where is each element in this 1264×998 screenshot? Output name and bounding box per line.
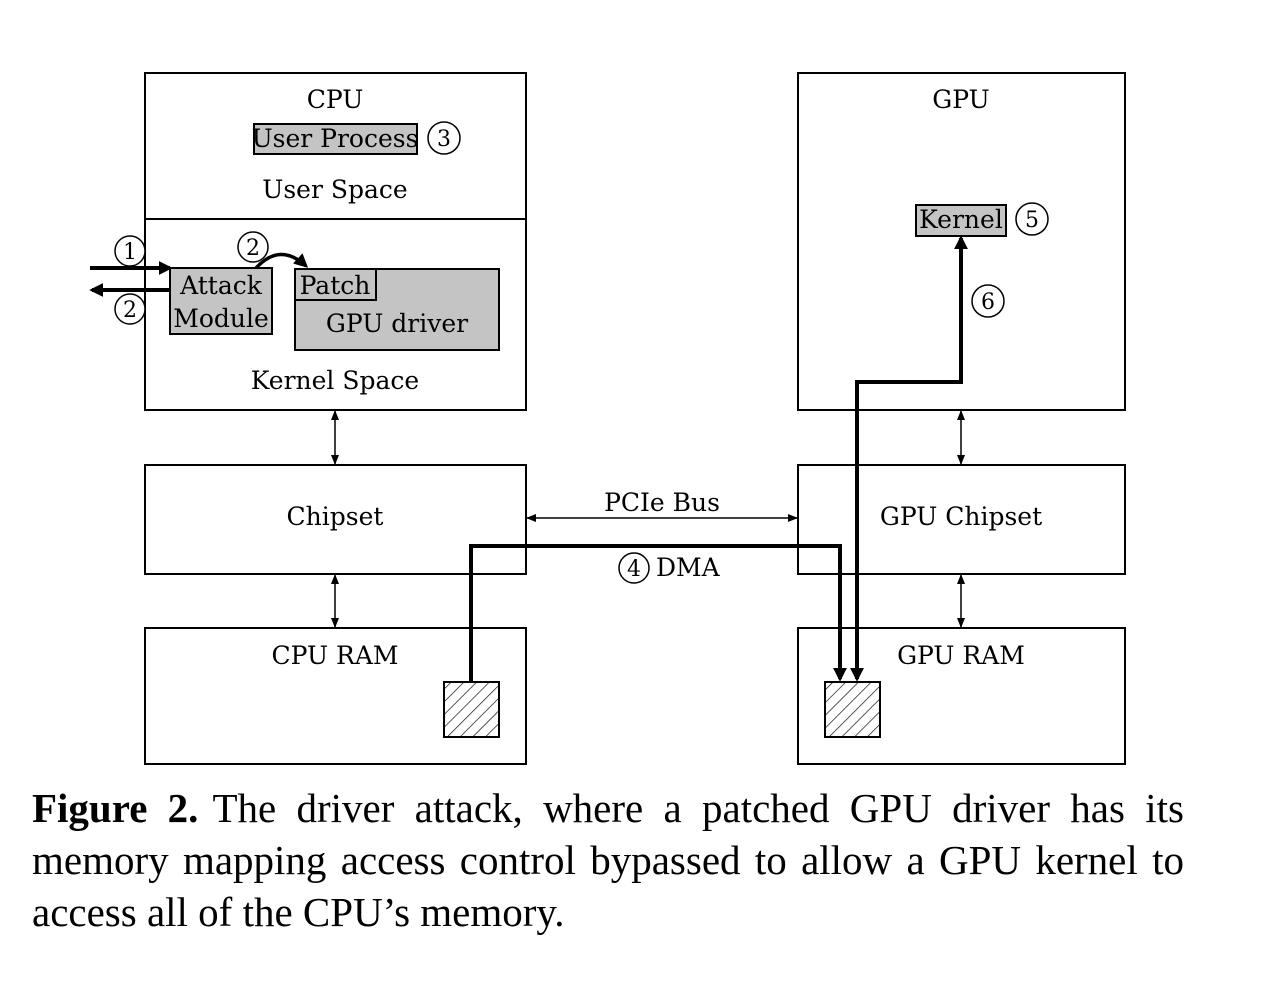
pcie-bus-label: PCIe Bus <box>604 488 720 517</box>
kernel-label: Kernel <box>919 205 1003 234</box>
figure-caption: Figure 2.The driver attack, where a patc… <box>32 782 1184 938</box>
gpu-chipset-label: GPU Chipset <box>880 502 1042 531</box>
step-1-number: 1 <box>123 240 137 265</box>
cpu-ram-label: CPU RAM <box>271 641 398 670</box>
cpu-title: CPU <box>307 85 364 114</box>
step-1-marker: 1 <box>114 235 146 267</box>
driver-attack-diagram: CPU User Process 3 User Space Attack Mod… <box>89 72 1126 765</box>
patch-label: Patch <box>300 271 371 300</box>
chipset-label: Chipset <box>287 502 384 531</box>
gpu-title: GPU <box>932 85 989 114</box>
kernel-space-label: Kernel Space <box>251 366 419 395</box>
user-process-box <box>253 123 418 155</box>
user-process-label: User Process <box>252 124 419 153</box>
patch-curve-arrow <box>254 252 309 270</box>
user-space-label: User Space <box>262 175 407 204</box>
step-2-marker-top: 2 <box>237 231 269 263</box>
step-5-number: 5 <box>1025 208 1039 233</box>
kernel-access-path-arrow <box>850 235 968 682</box>
attack-module-box <box>169 267 273 335</box>
gpu-ram-label: GPU RAM <box>897 641 1025 670</box>
dma-path-arrow <box>469 544 847 682</box>
gpu-driver-box <box>294 268 500 351</box>
step-3-number: 3 <box>437 127 451 152</box>
gpu-driver-label: GPU driver <box>326 309 468 338</box>
step-2-marker-left: 2 <box>114 293 146 325</box>
attack-module-label-line2: Module <box>173 304 269 333</box>
attack-module-label-line1: Attack <box>179 271 263 300</box>
step-5-marker: 5 <box>1015 202 1049 236</box>
step-4-number: 4 <box>627 557 641 582</box>
step-3-marker: 3 <box>427 121 461 155</box>
kernel-box <box>915 204 1007 237</box>
step-2-number-top: 2 <box>246 236 260 261</box>
figure-label: Figure 2. <box>32 785 199 831</box>
step-2-number-left: 2 <box>123 298 137 323</box>
step-6-number: 6 <box>981 290 995 315</box>
cpu-ram-box <box>144 627 527 765</box>
step-4-marker: 4 <box>618 552 650 584</box>
figure-caption-text: The driver attack, where a patched GPU d… <box>32 785 1184 935</box>
step-6-marker: 6 <box>971 284 1005 318</box>
dma-label: DMA <box>656 553 721 582</box>
